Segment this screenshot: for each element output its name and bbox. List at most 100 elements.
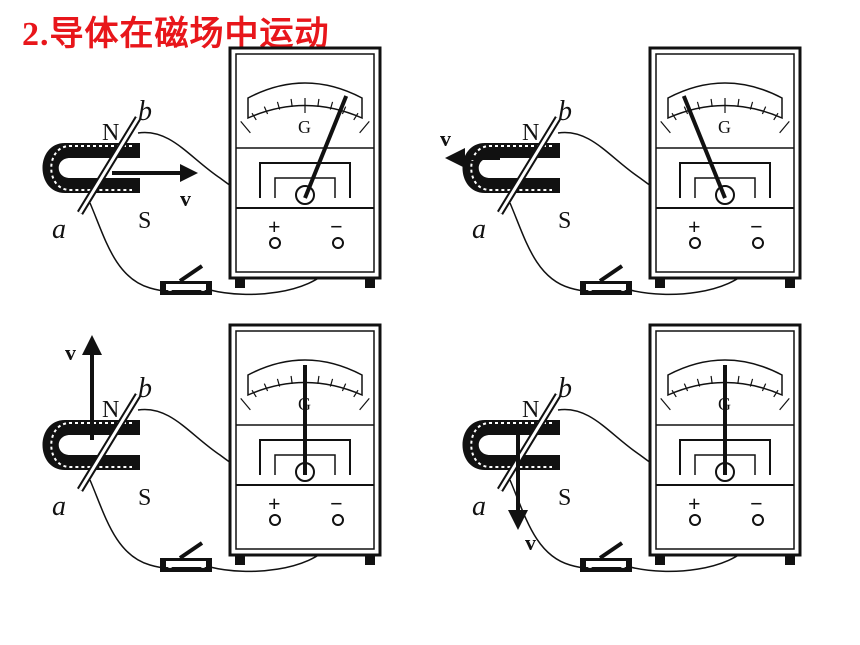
scale-tick xyxy=(761,383,767,392)
scale-tick xyxy=(240,398,251,411)
minus-terminal-label: − xyxy=(750,214,763,239)
scale-tick xyxy=(317,98,320,107)
scale-tick xyxy=(696,101,701,110)
switch xyxy=(160,541,212,572)
scale-tick xyxy=(353,389,359,398)
plus-terminal-label: + xyxy=(688,214,701,239)
scale-tick xyxy=(276,101,281,110)
scale-tick xyxy=(671,112,677,121)
south-label: S xyxy=(558,208,571,234)
switch xyxy=(160,264,212,295)
south-label: S xyxy=(138,208,151,234)
scale-tick xyxy=(290,375,293,384)
plus-terminal xyxy=(269,237,281,249)
minus-terminal-label: − xyxy=(330,214,343,239)
galvanometer: G + − xyxy=(228,46,382,288)
velocity-label: v xyxy=(440,126,451,151)
scale-tick xyxy=(683,106,689,115)
scale-tick xyxy=(341,383,347,392)
scale-tick xyxy=(290,98,293,107)
galvanometer: G + − xyxy=(228,323,382,565)
scale-tick xyxy=(710,98,713,107)
velocity-arrow: v xyxy=(112,164,198,211)
scale-tick xyxy=(671,389,677,398)
scale-tick xyxy=(251,389,257,398)
title-number: 2. xyxy=(22,16,50,53)
scale-tick xyxy=(779,121,790,134)
end-a-label: a xyxy=(472,214,486,245)
scale-tick xyxy=(329,378,334,387)
magnet xyxy=(462,143,560,193)
scale-tick xyxy=(359,121,370,134)
galvanometer: G + − xyxy=(648,46,802,288)
north-label: N xyxy=(522,397,539,423)
scale-tick xyxy=(251,112,257,121)
minus-terminal-label: − xyxy=(750,491,763,516)
scale-tick xyxy=(773,112,779,121)
scale-tick xyxy=(341,106,347,115)
switch xyxy=(580,264,632,295)
meter-needle xyxy=(303,95,349,199)
scale-tick xyxy=(683,383,689,392)
velocity-arrow: v xyxy=(440,126,500,168)
scale-tick xyxy=(696,378,701,387)
experiment-panel-up: N S b a v G + − xyxy=(42,323,382,573)
scale-tick xyxy=(240,121,251,134)
end-a-label: a xyxy=(52,491,66,522)
south-label: S xyxy=(138,485,151,511)
experiment-panel-left: N S b a v G + − xyxy=(440,46,802,296)
velocity-arrow: v xyxy=(65,335,102,440)
scale-tick xyxy=(660,121,671,134)
magnet xyxy=(42,143,140,193)
plus-terminal-label: + xyxy=(268,491,281,516)
minus-terminal-label: − xyxy=(330,491,343,516)
end-b-label: b xyxy=(138,373,152,404)
scale-tick xyxy=(749,101,754,110)
scale-tick xyxy=(359,398,370,411)
scale-tick xyxy=(773,389,779,398)
scale-tick xyxy=(317,375,320,384)
minus-terminal xyxy=(752,237,764,249)
scale-tick xyxy=(263,106,269,115)
north-label: N xyxy=(102,120,119,146)
galvanometer: G + − xyxy=(648,323,802,565)
experiment-panel-down: N S b a v G + − xyxy=(462,323,802,573)
scale-tick xyxy=(710,375,713,384)
meter-label: G xyxy=(298,117,311,137)
south-label: S xyxy=(558,485,571,511)
scale-tick xyxy=(660,398,671,411)
scale-tick xyxy=(779,398,790,411)
scale-tick xyxy=(761,106,767,115)
magnet xyxy=(462,420,560,470)
scale-tick xyxy=(263,383,269,392)
velocity-label: v xyxy=(180,186,191,211)
velocity-label: v xyxy=(65,340,76,365)
meter-label: G xyxy=(718,117,731,137)
plus-terminal-label: + xyxy=(688,491,701,516)
scale-tick xyxy=(353,112,359,121)
meter-needle xyxy=(681,95,727,199)
north-label: N xyxy=(102,397,119,423)
velocity-label: v xyxy=(525,530,536,555)
plus-terminal-label: + xyxy=(268,214,281,239)
scale-tick xyxy=(737,375,740,384)
plus-terminal xyxy=(689,514,701,526)
experiment-panel-right: N S b a v G + − xyxy=(42,46,382,296)
switch xyxy=(580,541,632,572)
plus-terminal xyxy=(689,237,701,249)
end-b-label: b xyxy=(138,96,152,127)
end-a-label: a xyxy=(52,214,66,245)
plus-terminal xyxy=(269,514,281,526)
velocity-arrow: v xyxy=(508,430,536,555)
end-b-label: b xyxy=(558,373,572,404)
scale-tick xyxy=(749,378,754,387)
end-a-label: a xyxy=(472,491,486,522)
minus-terminal xyxy=(332,237,344,249)
minus-terminal xyxy=(332,514,344,526)
end-b-label: b xyxy=(558,96,572,127)
north-label: N xyxy=(522,120,539,146)
scale-tick xyxy=(329,101,334,110)
scale-tick xyxy=(276,378,281,387)
minus-terminal xyxy=(752,514,764,526)
scale-tick xyxy=(737,98,740,107)
